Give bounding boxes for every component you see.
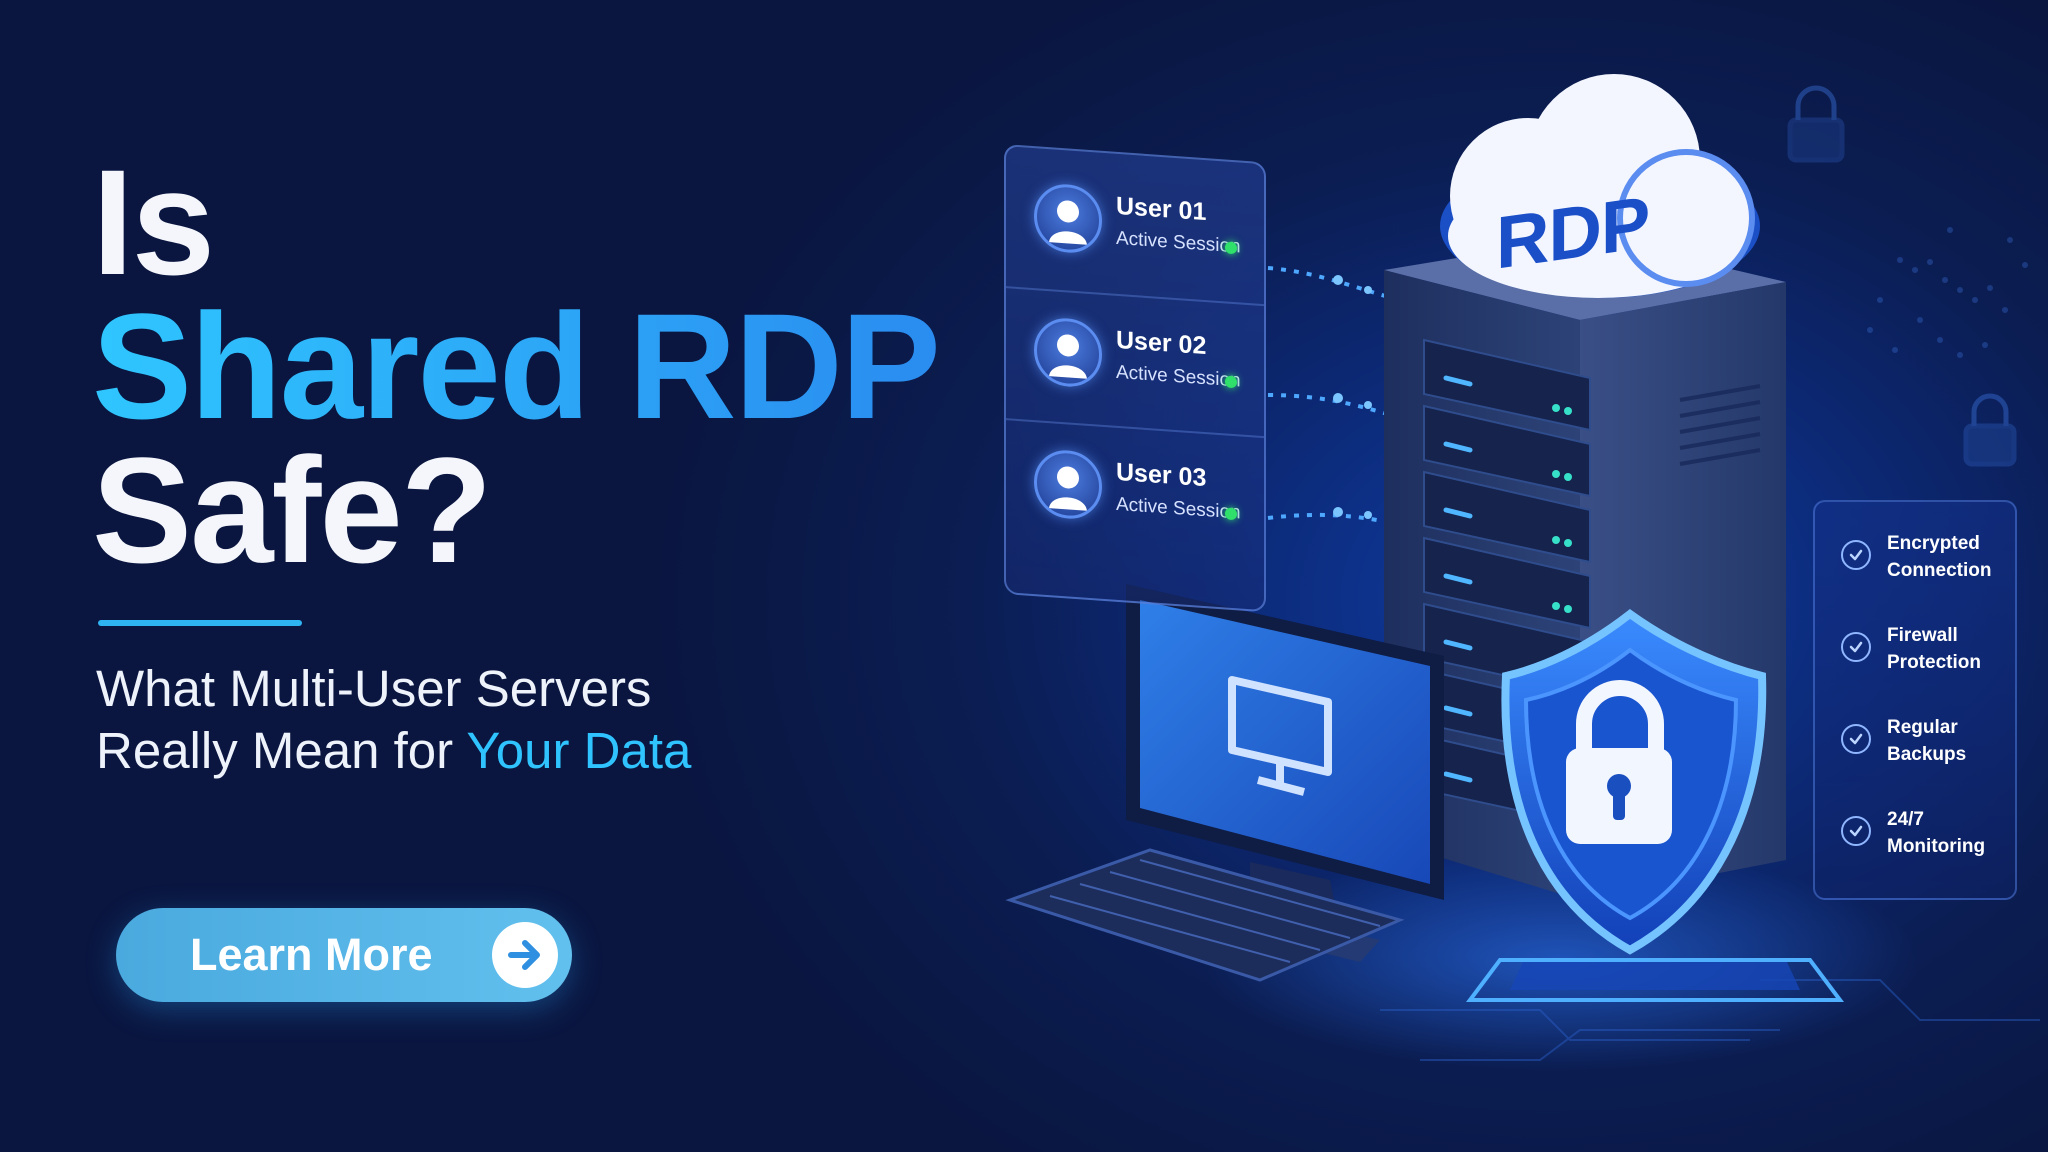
- headline-divider: [98, 620, 302, 626]
- session-row: User 01 Active Session: [1006, 154, 1264, 300]
- feature-line-1: 24/7: [1887, 809, 1924, 830]
- security-features-panel: Encrypted Connection Firewall Protection…: [1813, 500, 2017, 900]
- user-status: Active Session: [1116, 493, 1241, 524]
- learn-more-button[interactable]: Learn More: [116, 908, 572, 1002]
- check-circle-icon: [1841, 724, 1871, 754]
- check-circle-icon: [1841, 540, 1871, 570]
- feature-item: Encrypted Connection: [1815, 512, 2015, 604]
- subtitle: What Multi-User Servers Really Mean for …: [96, 658, 691, 782]
- active-status-dot: [1225, 507, 1237, 521]
- headline-line-1: Is: [92, 138, 215, 306]
- feature-item: 24/7 Monitoring: [1815, 788, 2015, 880]
- feature-line-1: Encrypted: [1887, 533, 1980, 554]
- feature-line-2: Backups: [1887, 744, 1967, 765]
- session-row: User 03 Active Session: [1006, 418, 1264, 567]
- active-status-dot: [1225, 241, 1237, 255]
- user-avatar-icon: [1034, 448, 1102, 521]
- check-circle-icon: [1841, 632, 1871, 662]
- user-status: Active Session: [1116, 227, 1241, 258]
- check-circle-icon: [1841, 816, 1871, 846]
- user-status: Active Session: [1116, 361, 1241, 392]
- feature-text: Encrypted Connection: [1887, 530, 1992, 584]
- subtitle-accent: Your Data: [466, 722, 692, 779]
- arrow-right-icon: [492, 922, 558, 988]
- user-sessions-panel: User 01 Active Session User 02 Active Se…: [1004, 144, 1266, 613]
- subtitle-line-1: What Multi-User Servers: [96, 660, 652, 717]
- feature-text: Firewall Protection: [1887, 622, 1981, 676]
- feature-line-1: Firewall: [1887, 625, 1958, 646]
- user-avatar-icon: [1034, 182, 1102, 255]
- feature-line-2: Connection: [1887, 560, 1992, 581]
- headline-line-3: Safe?: [92, 426, 492, 594]
- feature-item: Firewall Protection: [1815, 604, 2015, 696]
- learn-more-label: Learn More: [190, 929, 433, 980]
- feature-line-2: Monitoring: [1887, 836, 1986, 857]
- user-name: User 03: [1116, 457, 1207, 493]
- headline: Is Shared RDP Safe?: [92, 138, 941, 594]
- user-name: User 02: [1116, 325, 1207, 361]
- user-name: User 01: [1116, 191, 1207, 227]
- feature-line-2: Protection: [1887, 652, 1981, 673]
- feature-text: 24/7 Monitoring: [1887, 806, 1985, 860]
- active-status-dot: [1225, 375, 1237, 389]
- feature-line-1: Regular: [1887, 717, 1958, 738]
- feature-text: Regular Backups: [1887, 714, 1966, 768]
- subtitle-line-2: Really Mean for Your Data: [96, 720, 691, 782]
- headline-line-2: Shared RDP: [92, 282, 941, 450]
- feature-item: Regular Backups: [1815, 696, 2015, 788]
- subtitle-line-2-text: Really Mean for: [96, 722, 467, 779]
- user-avatar-icon: [1034, 316, 1102, 389]
- session-row: User 02 Active Session: [1006, 286, 1264, 435]
